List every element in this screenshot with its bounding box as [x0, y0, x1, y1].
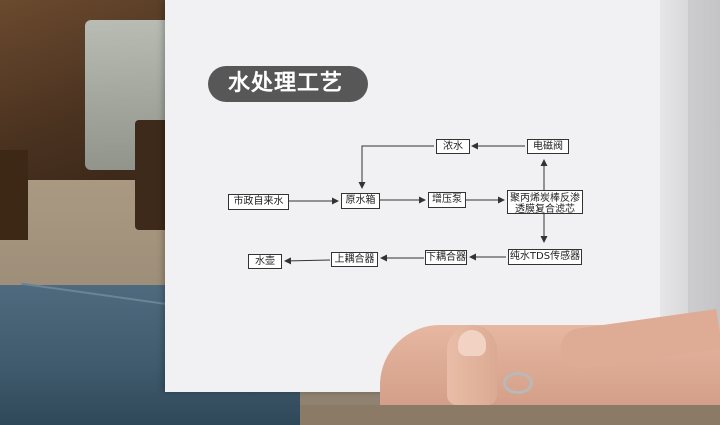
finger-ring — [503, 372, 533, 394]
node-upper-coupler: 上耦合器 — [331, 252, 378, 267]
node-kettle: 水壶 — [248, 254, 282, 269]
node-composite-filter: 聚丙烯炭棒反渗透膜复合滤芯 — [507, 190, 583, 215]
table-leg — [135, 120, 170, 230]
node-lower-coupler: 下耦合器 — [425, 250, 467, 265]
arrow-concentrate-to-tank — [358, 145, 434, 189]
flow-arrows — [284, 142, 548, 265]
node-solenoid-valve: 电磁阀 — [527, 139, 569, 154]
thumb-nail — [458, 330, 486, 356]
node-raw-tank: 原水箱 — [341, 193, 380, 209]
node-municipal-water: 市政自来水 — [228, 194, 289, 210]
node-tds-sensor: 纯水TDS传感器 — [508, 249, 582, 265]
chair-leg — [0, 150, 28, 240]
arrow-upper-to-kettle — [284, 257, 331, 265]
section-title: 水处理工艺 — [208, 66, 368, 102]
node-concentrate: 浓水 — [436, 139, 470, 154]
node-booster-pump: 增压泵 — [428, 192, 466, 208]
booklet-page-edge — [660, 0, 688, 360]
